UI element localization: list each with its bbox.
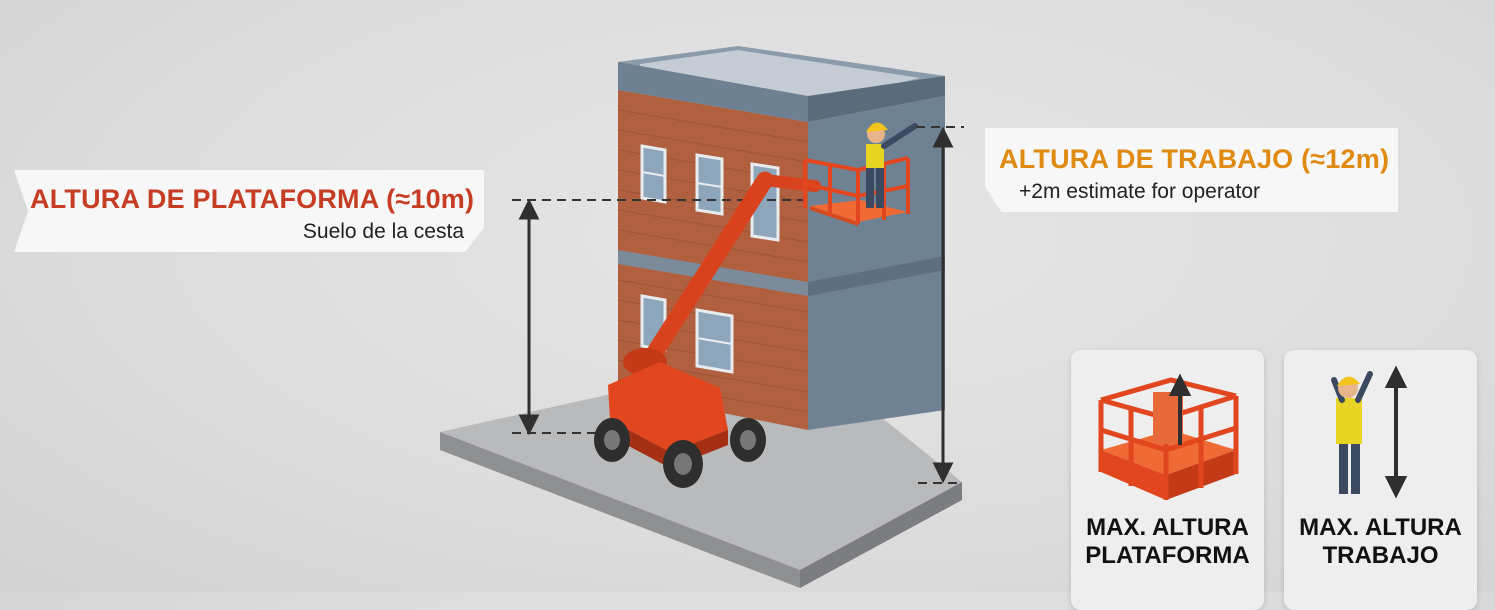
working-height-arrow — [932, 126, 954, 484]
card-caption-platform: MAX. ALTURA PLATAFORMA — [1085, 514, 1250, 569]
card-max-working-height: MAX. ALTURA TRABAJO — [1284, 350, 1477, 610]
lift-basket — [803, 156, 910, 226]
boom-lift — [594, 122, 918, 488]
basket-icon — [1098, 373, 1239, 500]
working-height-title: ALTURA DE TRABAJO (≈12m) — [999, 144, 1390, 174]
platform-height-subtitle: Suelo de la cesta — [302, 220, 464, 243]
scene-illustration — [440, 46, 964, 588]
worker-icon — [1331, 365, 1408, 499]
platform-height-title: ALTURA DE PLATAFORMA (≈10m) — [30, 184, 475, 214]
platform-height-arrow — [518, 198, 540, 436]
platform-height-label: ALTURA DE PLATAFORMA (≈10m) Suelo de la … — [14, 170, 484, 252]
card-caption-working: MAX. ALTURA TRABAJO — [1299, 514, 1462, 569]
working-height-subtitle: +2m estimate for operator — [1019, 180, 1261, 203]
worker-on-platform — [866, 122, 918, 208]
card-max-platform-height: MAX. ALTURA PLATAFORMA — [1071, 350, 1264, 610]
working-height-label: ALTURA DE TRABAJO (≈12m) +2m estimate fo… — [985, 128, 1398, 212]
